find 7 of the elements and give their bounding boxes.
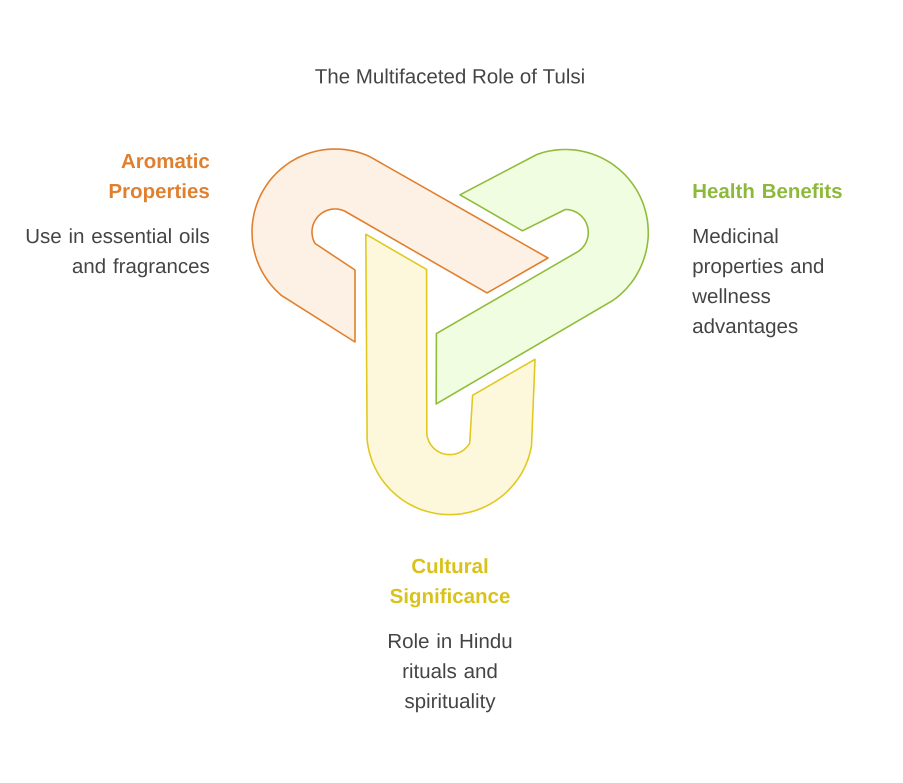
title: The Multifaceted Role of Tulsi [315,68,584,84]
node-heading: Cultural Significance [390,558,510,608]
node-description: Use in essential oils and fragrances [26,228,210,278]
node-heading: Health Benefits [694,183,842,198]
node-description: Medicinal properties and wellness advantages [692,228,824,338]
node-heading: Aromatic Properties [110,153,210,202]
node-description: Role in Hindu rituals and spirituality [389,633,512,712]
